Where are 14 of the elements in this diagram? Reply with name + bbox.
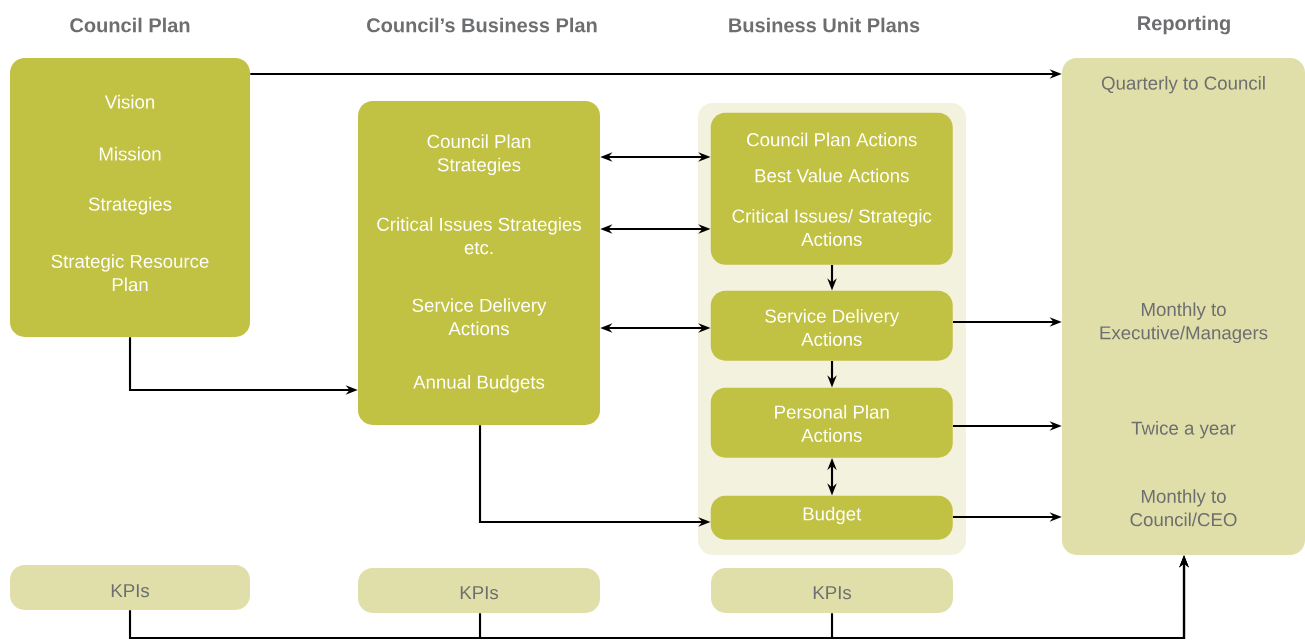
column-heading: Business Unit Plans: [729, 17, 920, 33]
report-box: KPIs: [10, 565, 250, 610]
report-box: KPIs: [358, 568, 600, 613]
plan-box: Council Plan Strategies Critical Issues Strategies etc. Service Delivery Actions Annual Budgets: [358, 101, 600, 425]
plan-box: Service Delivery Actions: [710, 290, 953, 361]
plan-box: Personal Plan Actions: [710, 387, 953, 458]
plan-box: Council Plan Actions Best Value Actions Critical Issues/ Strategic Actions: [710, 112, 953, 265]
report-box: KPIs: [711, 568, 953, 613]
plan-box: Budget: [710, 495, 953, 540]
report-box: Quarterly to Council Monthly to Executive/Managers Twice a year Monthly to Council/CEO: [1062, 58, 1305, 555]
column-heading: Council’s Business Plan: [367, 17, 597, 33]
column-heading: Reporting: [1138, 15, 1230, 35]
column-heading: Council Plan: [70, 17, 190, 33]
plan-box: Vision Mission Strategies Strategic Resource Plan: [10, 58, 250, 337]
